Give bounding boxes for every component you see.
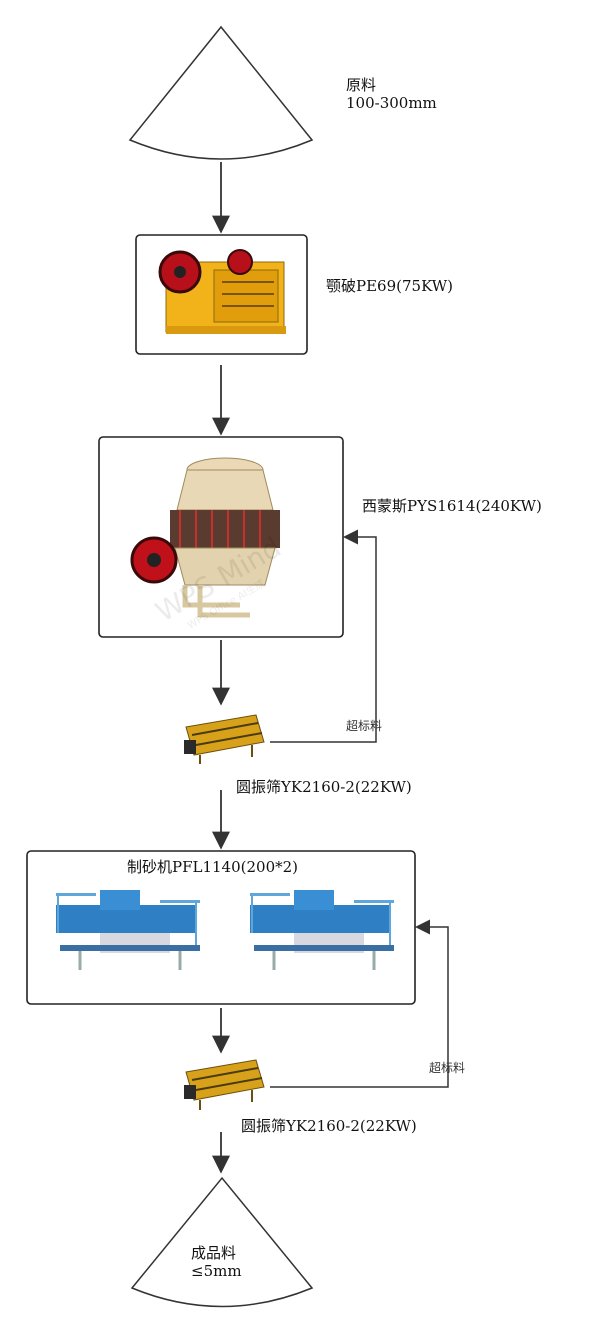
sand-maker-image-1 — [56, 890, 200, 970]
return-line-screen2 — [270, 919, 449, 1088]
cone-crusher-label: 西蒙斯PYS1614(240KW) — [362, 497, 542, 515]
screen2-image — [184, 1059, 265, 1110]
screen2-label: 圆振筛YK2160-2(22KW) — [241, 1117, 417, 1135]
jaw-crusher-label: 颚破PE69(75KW) — [326, 277, 454, 295]
screen1-return-label: 超标料 — [346, 719, 383, 733]
return-line-screen1 — [270, 529, 377, 743]
sand-maker-box — [26, 850, 416, 1005]
product-funnel — [130, 1176, 314, 1308]
sand-maker-label: 制砂机PFL1140(200*2) — [127, 858, 299, 876]
product-size: ≤5mm — [191, 1262, 242, 1280]
raw-material-label: 原料 — [346, 76, 377, 94]
screen2-return-label: 超标料 — [429, 1061, 466, 1075]
sand-maker-image-2 — [250, 890, 394, 970]
raw-material-funnel — [128, 25, 314, 160]
cone-crusher-image — [130, 457, 280, 618]
screen1-label: 圆振筛YK2160-2(22KW) — [236, 778, 412, 796]
product-label: 成品料 — [191, 1244, 237, 1262]
raw-material-size: 100-300mm — [346, 94, 437, 112]
screen1-image — [184, 714, 265, 764]
jaw-crusher-image — [158, 249, 286, 334]
